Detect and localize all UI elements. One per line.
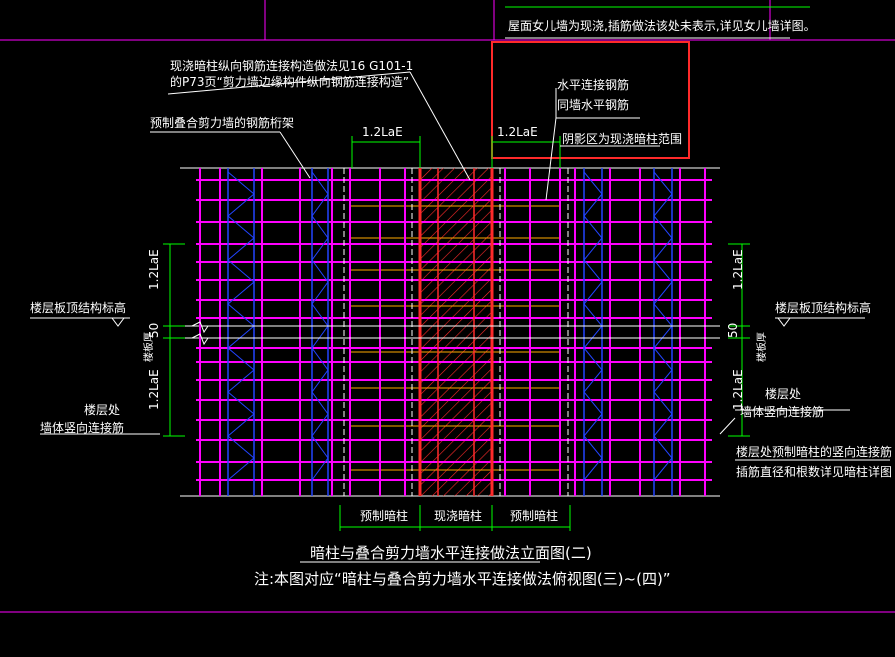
callout-floor-right-4: 插筋直径和根数详见暗柱详图 [736, 464, 892, 479]
dim-right-lower: 1.2LaE [731, 369, 745, 410]
column-vertical-rebars [418, 168, 494, 496]
dim-right-upper: 1.2LaE [731, 249, 745, 290]
dim-left-gap: 50 [147, 323, 161, 338]
dim-right-gap: 50 [726, 323, 740, 338]
dimension-lines [163, 136, 750, 531]
callout-floor-right-3: 楼层处预制暗柱的竖向连接筋 [736, 444, 892, 459]
callout-floor-level-left: 楼层板顶结构标高 [30, 300, 126, 315]
label-precast-left: 预制暗柱 [360, 508, 408, 523]
rebar-grid [196, 168, 712, 496]
highlight-box [491, 41, 690, 159]
dim-lap-top-right: 1.2LaE [497, 125, 538, 139]
callout-horizontal-bar-2: 同墙水平钢筋 [557, 97, 629, 112]
label-cast-in-place: 现浇暗柱 [434, 508, 482, 523]
label-precast-right: 预制暗柱 [510, 508, 558, 523]
dim-lap-top-left: 1.2LaE [362, 125, 403, 139]
callout-floor-left-1: 楼层处 [84, 402, 120, 417]
callout-floor-level-right: 楼层板顶结构标高 [775, 300, 871, 315]
level-triangles [111, 317, 791, 327]
callout-shaded-zone: 阴影区为现浇暗柱范围 [562, 131, 682, 146]
annotation-texts: 屋面女儿墙为现浇,插筋做法该处未表示,详见女儿墙详图。 现浇暗柱纵向钢筋连接构造… [30, 18, 892, 479]
callout-floor-right-1: 楼层处 [765, 386, 801, 401]
dim-left-upper: 1.2LaE [147, 249, 161, 290]
callout-horizontal-bar-1: 水平连接钢筋 [557, 77, 629, 92]
top-note: 屋面女儿墙为现浇,插筋做法该处未表示,详见女儿墙详图。 [508, 18, 816, 33]
drawing-title: 暗柱与叠合剪力墙水平连接做法立面图(二) [310, 544, 592, 562]
cast-in-place-column-hatch [420, 168, 492, 496]
dimension-texts: 1.2LaE 1.2LaE 1.2LaE 1.2LaE 50 楼板厚 1.2La… [142, 125, 768, 410]
callout-column-ref-1: 现浇暗柱纵向钢筋连接构造做法见16 G101-1 [170, 58, 413, 73]
drawing-note: 注:本图对应“暗柱与叠合剪力墙水平连接做法俯视图(三)~(四)” [254, 570, 671, 588]
bottom-label-texts: 预制暗柱 现浇暗柱 预制暗柱 [360, 508, 558, 523]
callout-floor-right-2: 墙体竖向连接筋 [740, 404, 824, 419]
callout-column-ref-2: 的P73页“剪力墙边缘构件纵向钢筋连接构造” [170, 74, 409, 89]
slab-break-line [191, 321, 716, 346]
dim-left-lower: 1.2LaE [147, 369, 161, 410]
callout-precast-cage: 预制叠合剪力墙的钢筋桁架 [150, 115, 294, 130]
callout-floor-left-2: 墙体竖向连接筋 [40, 420, 124, 435]
dim-right-slab: 楼板厚 [755, 332, 768, 362]
dim-left-slab: 楼板厚 [142, 332, 155, 362]
